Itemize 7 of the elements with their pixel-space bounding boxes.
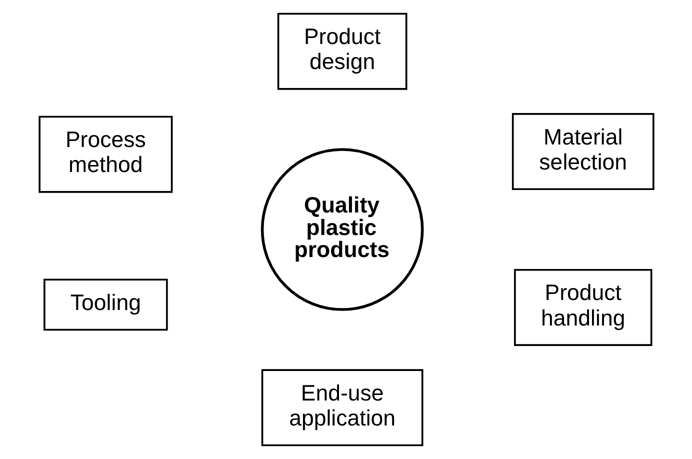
node-box: Tooling xyxy=(43,278,168,331)
node-box: Material selection xyxy=(511,113,654,190)
node-box: Product design xyxy=(276,12,407,90)
node-box: End-use application xyxy=(260,369,423,446)
node-box: Process method xyxy=(38,116,172,193)
node-box: Product handling xyxy=(514,268,652,346)
node-circle: Quality plastic products xyxy=(260,148,424,311)
